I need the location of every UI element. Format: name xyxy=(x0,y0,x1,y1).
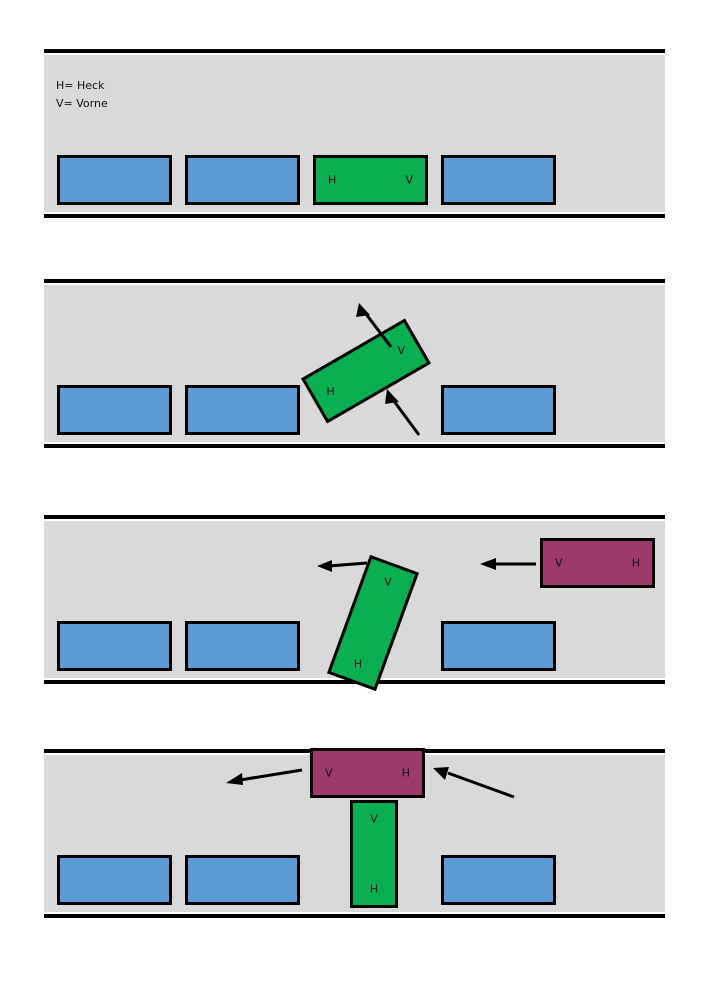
kerb-line-bottom xyxy=(44,914,665,918)
subject-car-rear-label: H xyxy=(353,657,363,671)
subject-car-rear-label: H xyxy=(328,173,337,187)
oncoming-car: V H xyxy=(310,748,425,798)
parked-car-3 xyxy=(441,155,556,205)
up-right-arrow xyxy=(385,389,421,436)
legend-vorne: V= Vorne xyxy=(56,97,108,110)
panel-1-approach: H= Heck V= Vorne H V xyxy=(44,49,665,218)
oncoming-car-rear-label: H xyxy=(401,766,410,780)
parked-car-2 xyxy=(185,385,300,435)
subject-car: H V xyxy=(350,800,398,908)
kerb-line-top xyxy=(44,49,665,53)
parked-car-1 xyxy=(57,855,172,905)
subject-car: H V xyxy=(313,155,428,205)
parked-car-2 xyxy=(185,621,300,671)
parked-car-3 xyxy=(441,621,556,671)
parked-car-2 xyxy=(185,855,300,905)
subject-car-rear-label: H xyxy=(369,882,379,896)
panel-2-angled-in: H V xyxy=(44,279,665,448)
parked-car-2 xyxy=(185,155,300,205)
legend-heck: H= Heck xyxy=(56,79,105,92)
left-arrow-left-side xyxy=(226,768,303,785)
parked-car-1 xyxy=(57,621,172,671)
kerb-line-top xyxy=(44,515,665,519)
left-arrow-right-side xyxy=(433,767,515,799)
kerb-line-bottom xyxy=(44,214,665,218)
parked-car-3 xyxy=(441,385,556,435)
up-left-arrow xyxy=(356,303,393,348)
oncoming-car-rear-label: H xyxy=(631,556,640,570)
legend: H= Heck V= Vorne xyxy=(56,77,108,113)
oncoming-car: V H xyxy=(540,538,655,588)
oncoming-car-front-label: V xyxy=(555,556,563,570)
left-arrow-near-subject xyxy=(317,560,368,572)
panel-4-collision-position: H V V H xyxy=(44,748,665,918)
parked-car-3 xyxy=(441,855,556,905)
subject-car-front-label: V xyxy=(384,574,392,588)
oncoming-car-front-label: V xyxy=(325,766,333,780)
subject-car-front-label: V xyxy=(405,173,413,187)
kerb-line-top xyxy=(44,279,665,283)
left-arrow-near-oncoming xyxy=(480,558,536,570)
subject-car-front-label: V xyxy=(370,812,378,826)
parked-car-1 xyxy=(57,155,172,205)
parked-car-1 xyxy=(57,385,172,435)
panel-3-oncoming-car: H V V H xyxy=(44,515,665,692)
subject-car-rear-label: H xyxy=(326,384,335,398)
kerb-line-bottom xyxy=(44,444,665,448)
